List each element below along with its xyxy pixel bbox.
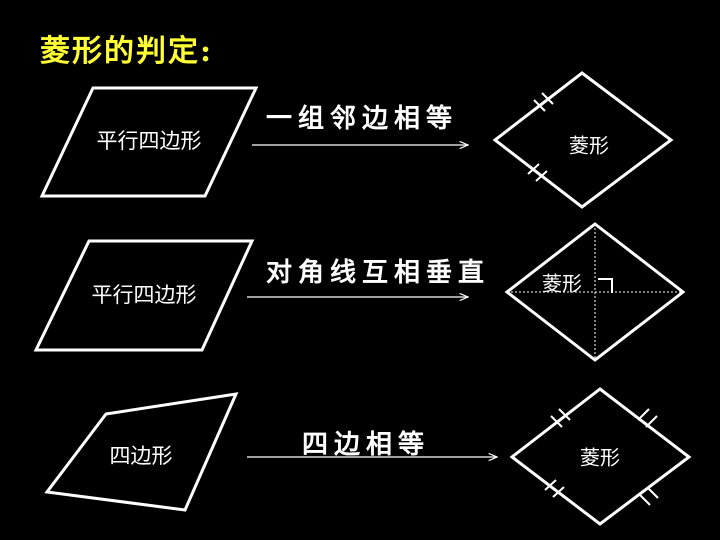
source-label-1: 平行四边形 <box>96 129 202 153</box>
rhombus-shape-2 <box>504 222 686 362</box>
rhombus-shape-3 <box>509 387 692 526</box>
source-label-3: 四边形 <box>109 444 173 468</box>
slide-title: 菱形的判定: <box>40 34 214 69</box>
source-label-2: 平行四边形 <box>91 283 197 307</box>
rhombus-diagonals <box>507 224 683 360</box>
condition-label-1: 一组邻边相等 <box>266 104 459 134</box>
parallelogram-shape-2 <box>33 239 255 352</box>
quadrilateral-shape <box>44 392 239 512</box>
condition-label-3: 四边相等 <box>302 430 431 460</box>
equal-tick-marks-1 <box>527 92 554 182</box>
parallelogram-shape-1 <box>39 86 259 198</box>
result-label-2: 菱形 <box>542 271 582 296</box>
rhombus-shape-1 <box>492 71 674 209</box>
equal-tick-marks-3 <box>544 408 659 506</box>
right-angle-mark <box>598 278 613 293</box>
condition-label-2: 对角线互相垂直 <box>266 258 491 288</box>
result-label-1: 菱形 <box>569 133 609 158</box>
result-label-3: 菱形 <box>580 445 620 470</box>
